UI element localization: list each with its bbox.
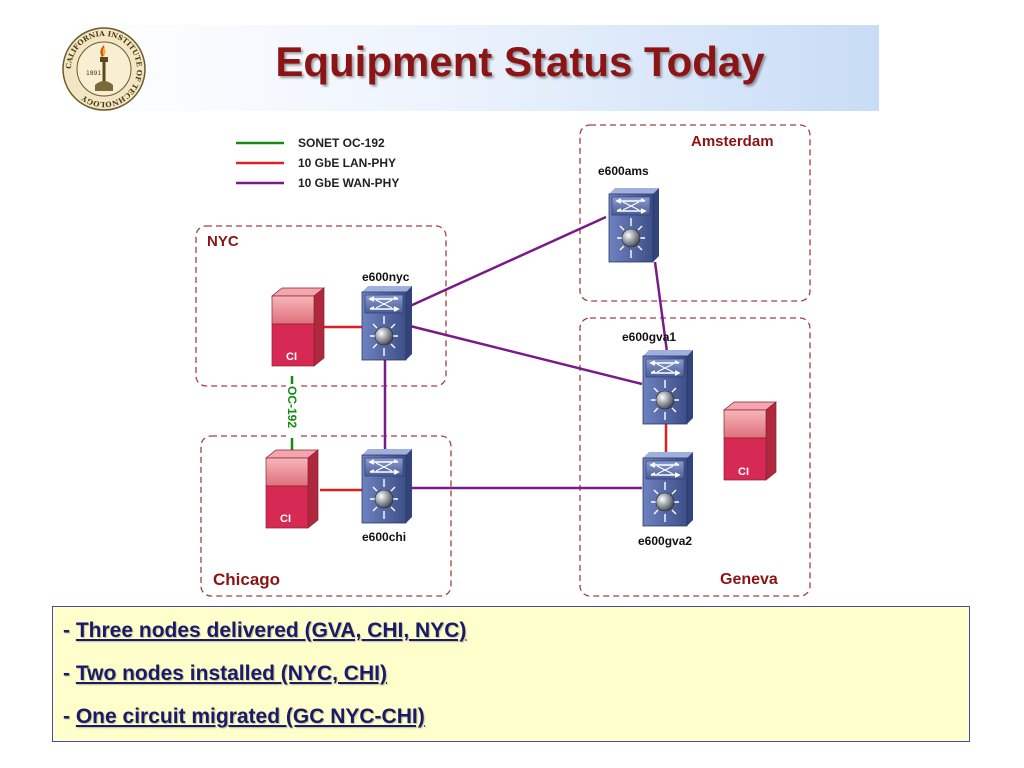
note-item: - One circuit migrated (GC NYC-CHI)	[63, 705, 425, 728]
legend-label-lan-phy: 10 GbE LAN-PHY	[298, 156, 396, 170]
server-chicago-label: CI	[280, 513, 291, 525]
note-item: - Two nodes installed (NYC, CHI)	[63, 662, 387, 685]
region-nyc-label: NYC	[207, 233, 239, 250]
server-nyc	[271, 287, 325, 367]
server-geneva-label: CI	[738, 466, 749, 478]
server-geneva	[723, 401, 777, 481]
title-banner	[61, 25, 879, 111]
note-text: Two nodes installed (NYC, CHI)	[75, 662, 387, 685]
link-nyc-ams	[409, 215, 607, 308]
region-chicago-box	[200, 435, 452, 597]
node-label-e600gva1: e600gva1	[622, 330, 676, 344]
node-label-e600chi: e600chi	[362, 530, 406, 544]
region-amsterdam-box	[579, 124, 811, 302]
node-label-e600gva2: e600gva2	[638, 534, 692, 548]
page-title: Equipment Status Today	[275, 38, 765, 85]
note-text: One circuit migrated (GC NYC-CHI)	[75, 705, 425, 728]
region-geneva-box	[579, 317, 811, 597]
server-chicago	[265, 449, 319, 529]
legend-label-sonet: SONET OC-192	[298, 136, 385, 150]
oc192-link-label: OC-192	[285, 386, 299, 428]
link-nyc-gva1	[409, 324, 643, 386]
note-text: Three nodes delivered (GVA, CHI, NYC)	[75, 619, 467, 642]
region-chicago-label: Chicago	[213, 570, 280, 589]
link-ams-gva1	[653, 261, 669, 353]
switch-e600ams	[608, 187, 660, 263]
region-geneva-label: Geneva	[720, 571, 778, 588]
status-notes-box: - Three nodes delivered (GVA, CHI, NYC) …	[52, 606, 970, 742]
seal-year: 1891	[86, 70, 101, 77]
switch-e600nyc	[361, 285, 413, 361]
region-nyc-box	[195, 225, 447, 387]
switch-e600gva1	[642, 349, 694, 425]
switch-e600chi	[361, 448, 413, 524]
caltech-seal-logo: CALIFORNIA INSTITUTE OF TECHNOLOGY 1891	[62, 27, 146, 111]
legend: SONET OC-192 10 GbE LAN-PHY 10 GbE WAN-P…	[236, 136, 399, 190]
switch-e600gva2	[642, 451, 694, 527]
server-nyc-label: CI	[286, 351, 297, 363]
node-label-e600ams: e600ams	[598, 164, 649, 178]
legend-label-wan-phy: 10 GbE WAN-PHY	[298, 176, 399, 190]
node-label-e600nyc: e600nyc	[362, 270, 410, 284]
note-item: - Three nodes delivered (GVA, CHI, NYC)	[63, 619, 467, 642]
links: OC-192	[285, 215, 669, 492]
region-amsterdam-label: Amsterdam	[691, 133, 774, 150]
